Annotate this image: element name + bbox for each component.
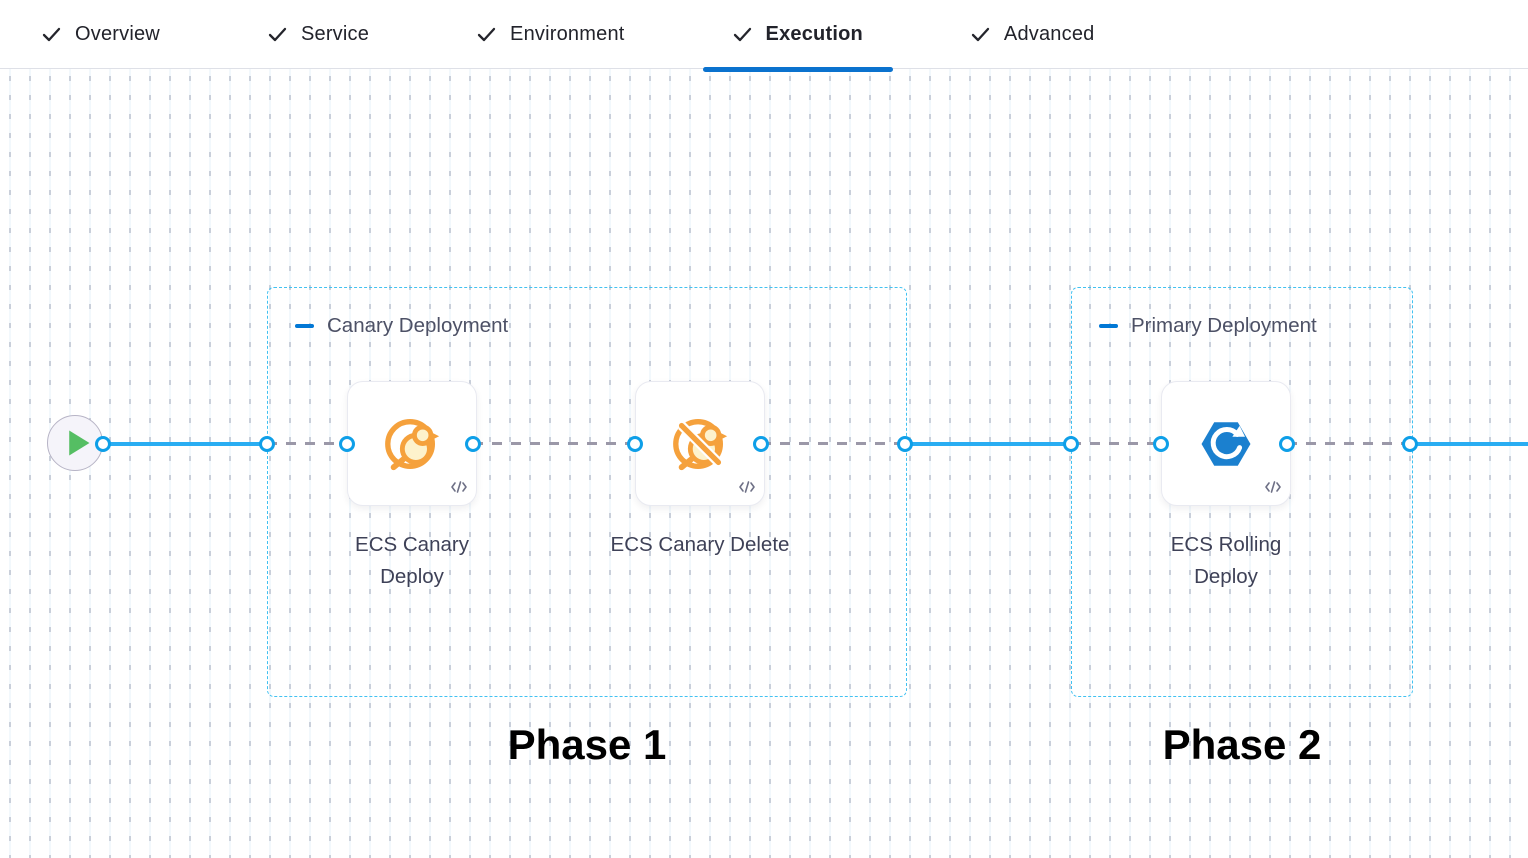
step-ecs-canary-deploy[interactable] [347,381,477,506]
stage-group-header: Primary Deployment [1072,288,1412,338]
connector-port[interactable] [339,436,355,452]
code-template-icon [451,480,467,498]
check-icon [733,26,752,42]
pipeline-canvas[interactable]: Canary Deployment Primary Deployment [0,69,1528,858]
connector-line-dashed [473,442,635,446]
ecs-canary-delete-icon [673,418,728,470]
stage-group-canary-deployment[interactable]: Canary Deployment [267,287,907,697]
connector-line-dashed [1287,442,1410,446]
setup-tab-bar: Overview Service Environment Execution A… [0,0,1528,72]
step-label: ECS Canary Deploy [355,533,469,588]
connector-line-dashed [267,442,347,446]
tab-environment[interactable]: Environment [447,0,654,69]
stage-group-primary-deployment[interactable]: Primary Deployment [1071,287,1413,697]
connector-port[interactable] [627,436,643,452]
phase-1-label: Phase 1 [507,721,667,768]
connector-port[interactable] [1153,436,1169,452]
check-icon [477,26,496,42]
connector-port[interactable] [897,436,913,452]
ecs-canary-deploy-icon [385,418,440,470]
tab-label: Service [300,22,370,45]
pipeline-start-node[interactable] [47,415,103,471]
check-icon [42,26,61,42]
step-ecs-rolling-deploy[interactable] [1161,381,1291,506]
active-tab-indicator [702,66,893,72]
connector-line-dashed [1071,442,1161,446]
connector-line-solid [1410,442,1528,446]
connector-line-dashed [761,442,905,446]
tab-label: Execution [765,22,863,45]
phase-2-label: Phase 2 [1162,721,1322,768]
connector-port[interactable] [1063,436,1079,452]
step-label: ECS Rolling Deploy [1170,533,1282,588]
stage-group-label: Canary Deployment [327,314,509,337]
tab-label: Environment [510,22,625,45]
tab-label: Overview [75,22,160,45]
check-icon [971,26,990,42]
ecs-rolling-deploy-icon [1201,421,1251,466]
tab-execution[interactable]: Execution [702,0,893,72]
step-ecs-canary-delete[interactable] [635,381,765,506]
collapse-icon[interactable] [1099,324,1118,328]
code-template-icon [739,480,755,498]
stage-group-header: Canary Deployment [268,288,906,338]
code-template-icon [1265,480,1281,498]
connector-port[interactable] [259,436,275,452]
connector-line-solid [905,442,1071,446]
connector-port[interactable] [95,436,111,452]
tab-label: Advanced [1003,22,1095,45]
connector-line-solid [100,442,267,446]
tab-advanced[interactable]: Advanced [941,0,1125,69]
step-label: ECS Canary Delete [610,533,790,556]
connector-port[interactable] [465,436,481,452]
tab-overview[interactable]: Overview [12,0,190,69]
play-icon [69,430,90,456]
check-icon [268,26,287,42]
connector-port[interactable] [753,436,769,452]
tab-service[interactable]: Service [238,0,399,69]
collapse-icon[interactable] [295,324,314,328]
connector-port[interactable] [1402,436,1418,452]
connector-port[interactable] [1279,436,1295,452]
stage-group-label: Primary Deployment [1131,314,1317,337]
